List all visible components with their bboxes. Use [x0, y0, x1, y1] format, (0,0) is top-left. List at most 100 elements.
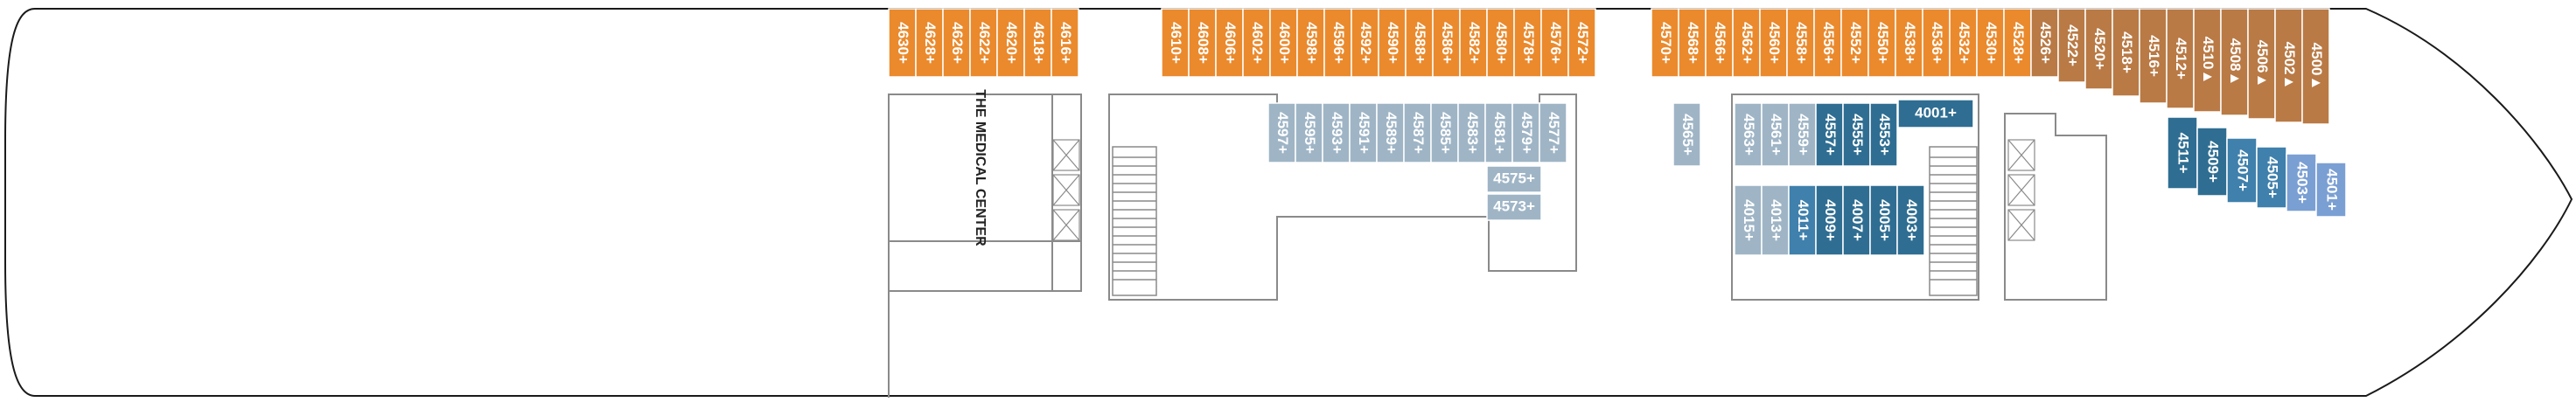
cabin-4500[interactable]: 4500▲: [2301, 8, 2330, 125]
cabin-4610[interactable]: 4610+: [1161, 8, 1190, 78]
cabin-4528[interactable]: 4528+: [2003, 8, 2032, 78]
cabin-4558[interactable]: 4558+: [1786, 8, 1815, 78]
cabin-4560[interactable]: 4560+: [1759, 8, 1788, 78]
cabin-4512[interactable]: 4512+: [2166, 8, 2195, 109]
cabin-4576[interactable]: 4576+: [1540, 8, 1569, 78]
cabin-4522[interactable]: 4522+: [2057, 8, 2086, 83]
cabin-4596[interactable]: 4596+: [1323, 8, 1352, 78]
cabin-4011[interactable]: 4011+: [1788, 184, 1817, 256]
cabin-4608[interactable]: 4608+: [1188, 8, 1217, 78]
cabin-4602[interactable]: 4602+: [1242, 8, 1271, 78]
cabin-4561[interactable]: 4561+: [1761, 102, 1790, 167]
cabin-4582[interactable]: 4582+: [1459, 8, 1488, 78]
cabin-4578[interactable]: 4578+: [1513, 8, 1542, 78]
cabin-4630[interactable]: 4630+: [888, 8, 917, 78]
cabin-box: [2139, 8, 2168, 104]
cabin-number: 4581+: [1491, 112, 1508, 154]
cabin-4581[interactable]: 4581+: [1484, 102, 1513, 163]
cabin-4013[interactable]: 4013+: [1761, 184, 1790, 256]
cabin-number: 4520+: [2091, 28, 2108, 70]
cabin-4562[interactable]: 4562+: [1732, 8, 1761, 78]
cabin-4003[interactable]: 4003+: [1896, 184, 1925, 256]
cabin-4626[interactable]: 4626+: [942, 8, 971, 78]
cabin-4600[interactable]: 4600+: [1269, 8, 1298, 78]
cabin-box: [1486, 8, 1515, 78]
cabin-4550[interactable]: 4550+: [1867, 8, 1896, 78]
cabin-4520[interactable]: 4520+: [2084, 8, 2113, 90]
cabin-4628[interactable]: 4628+: [915, 8, 944, 78]
cabin-4509[interactable]: 4509+: [2196, 127, 2228, 197]
cabin-box: [1651, 8, 1679, 78]
cabin-4511[interactable]: 4511+: [2167, 116, 2198, 190]
cabin-4007[interactable]: 4007+: [1842, 184, 1871, 256]
cabin-4592[interactable]: 4592+: [1351, 8, 1379, 78]
cabin-4597[interactable]: 4597+: [1267, 102, 1296, 163]
cabin-4583[interactable]: 4583+: [1457, 102, 1486, 163]
cabin-box: [1705, 8, 1734, 78]
cabin-4563[interactable]: 4563+: [1734, 102, 1763, 167]
cabin-4501[interactable]: 4501+: [2315, 162, 2347, 218]
cabin-4572[interactable]: 4572+: [1567, 8, 1596, 78]
cabin-4570[interactable]: 4570+: [1651, 8, 1679, 78]
cabin-number: 4566+: [1712, 22, 1728, 64]
cabin-4573[interactable]: 4573+: [1486, 193, 1542, 221]
cabin-box: [1295, 102, 1323, 163]
cabin-4508[interactable]: 4508▲: [2220, 8, 2249, 116]
cabin-box: [2166, 8, 2195, 109]
cabin-4516[interactable]: 4516+: [2139, 8, 2168, 104]
cabin-number: 4626+: [949, 22, 966, 64]
cabin-4552[interactable]: 4552+: [1840, 8, 1869, 78]
cabin-4506[interactable]: 4506▲: [2247, 8, 2276, 120]
cabin-4575[interactable]: 4575+: [1486, 165, 1542, 193]
cabin-4620[interactable]: 4620+: [996, 8, 1025, 78]
cabin-4015[interactable]: 4015+: [1734, 184, 1763, 256]
cabin-4589[interactable]: 4589+: [1376, 102, 1405, 163]
cabin-4505[interactable]: 4505+: [2256, 146, 2287, 209]
cabin-4001[interactable]: 4001+: [1897, 99, 1974, 128]
cabin-4518[interactable]: 4518+: [2112, 8, 2140, 97]
cabin-box: [1976, 8, 2005, 78]
cabin-4532[interactable]: 4532+: [1949, 8, 1978, 78]
cabin-4538[interactable]: 4538+: [1895, 8, 1923, 78]
cabin-4556[interactable]: 4556+: [1813, 8, 1842, 78]
cabin-4577[interactable]: 4577+: [1539, 102, 1567, 163]
cabin-4616[interactable]: 4616+: [1051, 8, 1079, 78]
cabin-4565[interactable]: 4565+: [1672, 102, 1701, 167]
cabin-box: [2220, 8, 2249, 116]
cabin-4503[interactable]: 4503+: [2286, 153, 2317, 212]
cabin-4559[interactable]: 4559+: [1788, 102, 1817, 167]
cabin-4598[interactable]: 4598+: [1296, 8, 1325, 78]
cabin-number: 4001+: [1915, 104, 1957, 121]
cabin-4530[interactable]: 4530+: [1976, 8, 2005, 78]
cabin-number: 4588+: [1412, 22, 1428, 64]
cabin-4579[interactable]: 4579+: [1511, 102, 1540, 163]
cabin-4595[interactable]: 4595+: [1295, 102, 1323, 163]
cabin-4585[interactable]: 4585+: [1430, 102, 1459, 163]
cabin-4591[interactable]: 4591+: [1349, 102, 1378, 163]
cabin-4526[interactable]: 4526+: [2030, 8, 2059, 78]
cabin-number: 4503+: [2294, 162, 2311, 204]
medical-center-room: [888, 94, 1082, 292]
cabin-4009[interactable]: 4009+: [1815, 184, 1844, 256]
cabin-4005[interactable]: 4005+: [1869, 184, 1898, 256]
cabin-4606[interactable]: 4606+: [1215, 8, 1244, 78]
cabin-4618[interactable]: 4618+: [1023, 8, 1052, 78]
cabin-4510[interactable]: 4510▲: [2193, 8, 2222, 113]
cabin-4568[interactable]: 4568+: [1678, 8, 1707, 78]
cabin-box: [2256, 146, 2287, 209]
cabin-4622[interactable]: 4622+: [969, 8, 998, 78]
cabin-4588[interactable]: 4588+: [1405, 8, 1434, 78]
cabin-4590[interactable]: 4590+: [1378, 8, 1407, 78]
cabin-4566[interactable]: 4566+: [1705, 8, 1734, 78]
cabin-4586[interactable]: 4586+: [1432, 8, 1461, 78]
cabin-4536[interactable]: 4536+: [1922, 8, 1951, 78]
cabin-4557[interactable]: 4557+: [1815, 102, 1844, 167]
cabin-4555[interactable]: 4555+: [1842, 102, 1871, 167]
cabin-4502[interactable]: 4502▲: [2274, 8, 2303, 123]
cabin-4593[interactable]: 4593+: [1322, 102, 1351, 163]
cabin-4553[interactable]: 4553+: [1869, 102, 1898, 167]
cabin-number: 4618+: [1030, 22, 1047, 64]
cabin-4580[interactable]: 4580+: [1486, 8, 1515, 78]
cabin-4587[interactable]: 4587+: [1403, 102, 1432, 163]
cabin-4507[interactable]: 4507+: [2226, 137, 2258, 204]
